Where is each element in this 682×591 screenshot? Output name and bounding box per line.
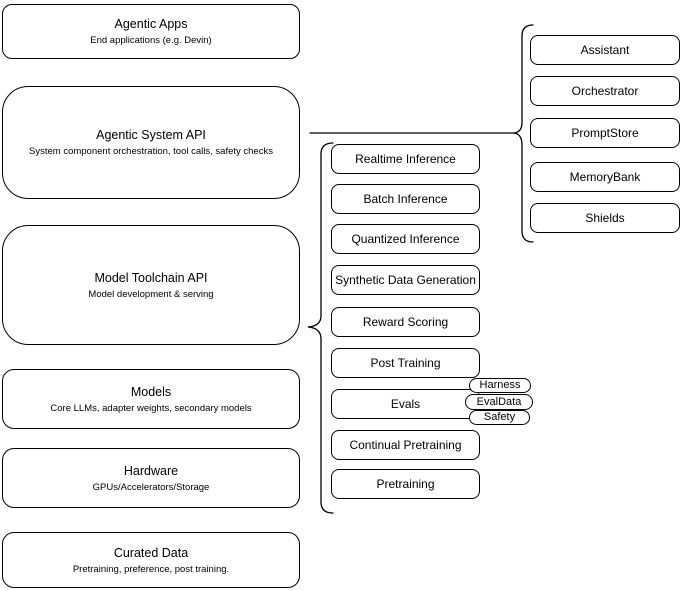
toolchain-brace <box>307 142 334 514</box>
component-memorybank: MemoryBank <box>530 162 680 192</box>
pill-label: EvalData <box>476 395 522 408</box>
box-subtitle: Pretraining, preference, post training. <box>72 563 230 575</box>
eval-pill-harness: Harness <box>469 378 531 393</box>
box-subtitle: GPUs/Accelerators/Storage <box>92 481 210 493</box>
curated-data-box: Curated Data Pretraining, preference, po… <box>2 532 300 588</box>
models-box: Models Core LLMs, adapter weights, secon… <box>2 369 300 429</box>
box-title: Model Toolchain API <box>94 270 208 285</box>
component-assistant: Assistant <box>530 35 680 65</box>
box-label: Post Training <box>370 356 441 370</box>
box-subtitle: System component orchestration, tool cal… <box>29 146 273 157</box>
toolchain-item-synthetic-data-generation: Synthetic Data Generation <box>331 265 480 295</box>
box-label: Orchestrator <box>571 84 639 98</box>
toolchain-item-continual-pretraining: Continual Pretraining <box>331 430 480 460</box>
box-label: PromptStore <box>571 126 639 140</box>
agentic-apps-box: Agentic Apps End applications (e.g. Devi… <box>2 4 300 59</box>
box-label: Batch Inference <box>363 192 448 206</box>
toolchain-item-evals: Evals <box>331 389 480 419</box>
toolchain-item-quantized-inference: Quantized Inference <box>331 224 480 254</box>
model-toolchain-api-box: Model Toolchain API Model development & … <box>2 225 300 345</box>
box-label: MemoryBank <box>569 170 641 184</box>
component-orchestrator: Orchestrator <box>530 76 680 106</box>
box-title: Curated Data <box>113 545 189 560</box>
toolchain-item-reward-scoring: Reward Scoring <box>331 307 480 337</box>
toolchain-item-pretraining: Pretraining <box>331 469 480 499</box>
component-shields: Shields <box>530 203 680 233</box>
box-title: Agentic System API <box>96 128 206 142</box>
box-title: Models <box>130 384 172 399</box>
box-label: Pretraining <box>376 477 435 491</box>
component-promptstore: PromptStore <box>530 118 680 148</box>
toolchain-item-batch-inference: Batch Inference <box>331 184 480 214</box>
box-title: Hardware <box>123 463 179 478</box>
box-label: Evals <box>390 397 421 411</box>
toolchain-item-realtime-inference: Realtime Inference <box>331 144 480 174</box>
pill-label: Harness <box>479 379 521 391</box>
box-label: Realtime Inference <box>355 152 456 166</box>
box-label: Continual Pretraining <box>349 438 462 452</box>
box-subtitle: Model development & serving <box>88 288 214 300</box>
box-label: Quantized Inference <box>351 232 460 246</box>
box-label: Shields <box>585 211 625 225</box>
box-label: Synthetic Data Generation <box>335 273 476 287</box>
hardware-box: Hardware GPUs/Accelerators/Storage <box>2 448 300 508</box>
toolchain-item-post-training: Post Training <box>331 348 480 378</box>
box-title: Agentic Apps <box>114 17 188 31</box>
box-subtitle: Core LLMs, adapter weights, secondary mo… <box>50 402 252 414</box>
agentic-system-api-box: Agentic System API System component orch… <box>2 86 300 199</box>
eval-pill-evaldata: EvalData <box>465 394 533 410</box>
box-label: Assistant <box>580 43 630 57</box>
box-label: Reward Scoring <box>362 315 449 329</box>
box-subtitle: End applications (e.g. Devin) <box>90 35 212 46</box>
pill-label: Safety <box>483 411 516 423</box>
eval-pill-safety: Safety <box>469 410 530 425</box>
